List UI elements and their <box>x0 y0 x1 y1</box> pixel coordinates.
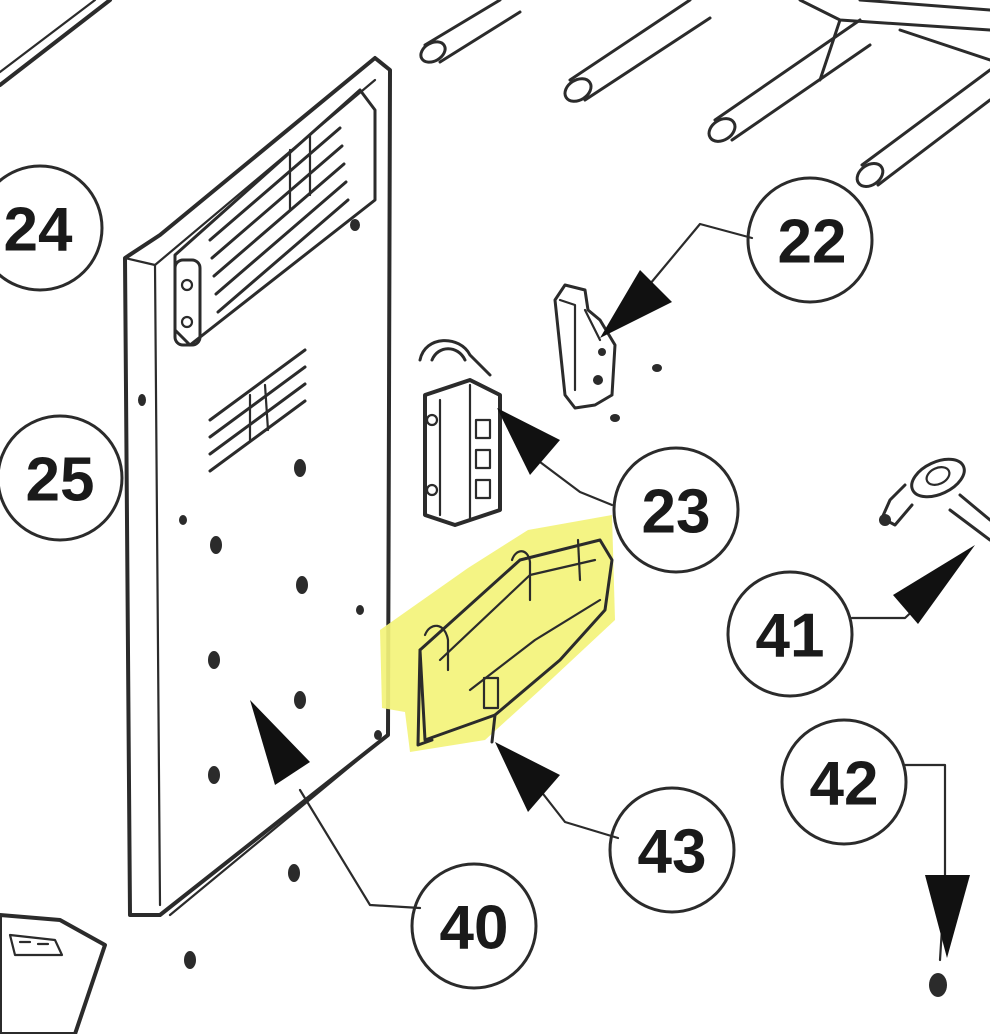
callout-25-label: 25 <box>26 446 95 515</box>
arrow-40 <box>250 700 310 785</box>
side-panel <box>123 56 392 969</box>
igniter-module-part <box>418 339 502 527</box>
callout-41: 41 <box>726 570 854 698</box>
hinge-bracket-part <box>553 283 662 422</box>
callout-41-label: 41 <box>756 602 825 671</box>
callout-43-label: 43 <box>638 818 707 887</box>
callout-40: 40 <box>410 862 538 990</box>
arrow-43 <box>495 742 560 812</box>
callout-43: 43 <box>608 786 736 914</box>
arrow-23 <box>497 408 560 475</box>
arrow-22 <box>600 270 672 338</box>
callout-42-label: 42 <box>810 750 879 819</box>
bottom-left-plate <box>0 913 107 1034</box>
callouts: 24 25 22 23 41 42 43 40 <box>0 164 908 990</box>
highlighted-part-43 <box>380 515 615 752</box>
callout-42: 42 <box>780 718 908 846</box>
highlight-region <box>380 515 615 752</box>
callout-24-label: 24 <box>4 196 73 265</box>
arrow-41 <box>893 545 975 624</box>
leader-lines <box>250 222 975 958</box>
callout-24: 24 <box>0 164 104 292</box>
callout-23-label: 23 <box>642 478 711 547</box>
callout-22: 22 <box>746 176 874 304</box>
callout-23: 23 <box>612 446 740 574</box>
callout-25: 25 <box>0 414 124 542</box>
burner-tubes <box>0 0 990 188</box>
gas-valve-part <box>879 457 990 542</box>
arrow-42 <box>925 875 970 958</box>
callout-40-label: 40 <box>440 894 509 963</box>
callout-22-label: 22 <box>778 208 847 277</box>
